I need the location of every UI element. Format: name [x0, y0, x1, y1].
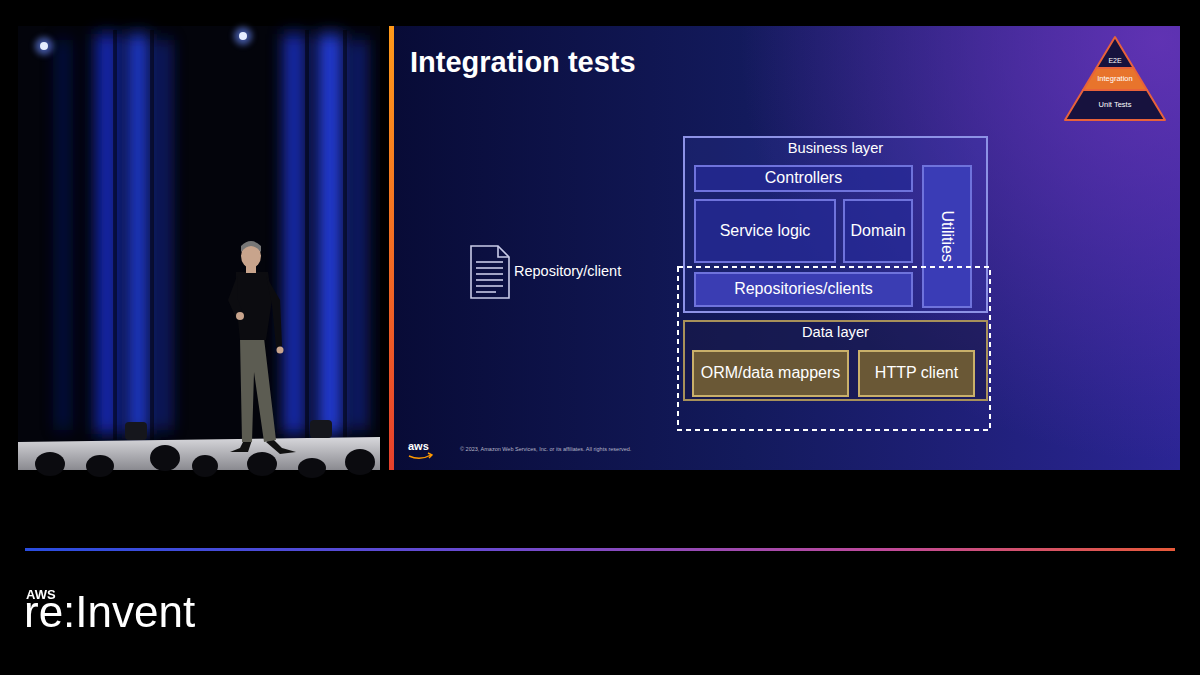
pyramid-band: E2E	[1065, 37, 1165, 68]
component-box: ORM/data mappers	[692, 350, 849, 397]
component-box: Controllers	[694, 165, 913, 192]
document-icon	[471, 246, 509, 298]
stage-light	[125, 420, 332, 440]
component-box: HTTP client	[858, 350, 975, 397]
box-label: Service logic	[720, 222, 811, 240]
box-label: Domain	[850, 222, 905, 240]
slide-background	[390, 26, 1180, 470]
layer-box: Business layerControllersService logic Do…	[683, 136, 988, 313]
logo-smile	[409, 453, 432, 458]
layer-heading: Business layer	[685, 140, 986, 157]
accent-bar	[389, 26, 394, 470]
box-label: Repositories/clients	[734, 280, 873, 298]
curtain-light	[58, 34, 366, 434]
pyramid-shape	[1065, 90, 1165, 120]
speaker	[228, 241, 296, 454]
copyright-note: © 2023, Amazon Web Services, Inc. or its…	[460, 447, 631, 453]
component-box: Domain	[843, 199, 913, 263]
audience	[35, 445, 375, 478]
component-box: Service logic	[694, 199, 836, 263]
box-label: Utilities	[938, 211, 956, 263]
layer-box: Data layerORM/data mappers HTTP client	[683, 320, 988, 401]
pyramid-band: Integration	[1065, 68, 1165, 90]
dashed-boundary	[678, 267, 990, 430]
pyramid-label: Integration	[1097, 75, 1132, 84]
logo-text: aws	[408, 441, 429, 452]
icon-label: Repository/client	[514, 264, 621, 279]
curtain-folds	[113, 30, 347, 440]
box-label: ORM/data mappers	[701, 364, 841, 382]
layer-heading: Data layer	[685, 324, 986, 341]
pyramid-band: Unit Tests	[1065, 90, 1165, 120]
event-logo: re:Invent	[24, 590, 195, 634]
box-label: HTTP client	[875, 364, 958, 382]
slide-glow	[390, 26, 1180, 470]
pyramid-shape	[1096, 37, 1133, 68]
pyramid-shape	[1083, 68, 1147, 90]
box-label: Controllers	[765, 169, 842, 187]
pyramid-label: Unit Tests	[1099, 101, 1132, 110]
component-box: Repositories/clients	[694, 272, 913, 307]
slide-title: Integration tests	[410, 46, 636, 79]
divider-line	[25, 548, 1175, 551]
component-box: Utilities	[922, 165, 972, 308]
video-frame	[18, 26, 380, 470]
pyramid-label: E2E	[1108, 57, 1121, 65]
spotlight	[35, 27, 252, 55]
